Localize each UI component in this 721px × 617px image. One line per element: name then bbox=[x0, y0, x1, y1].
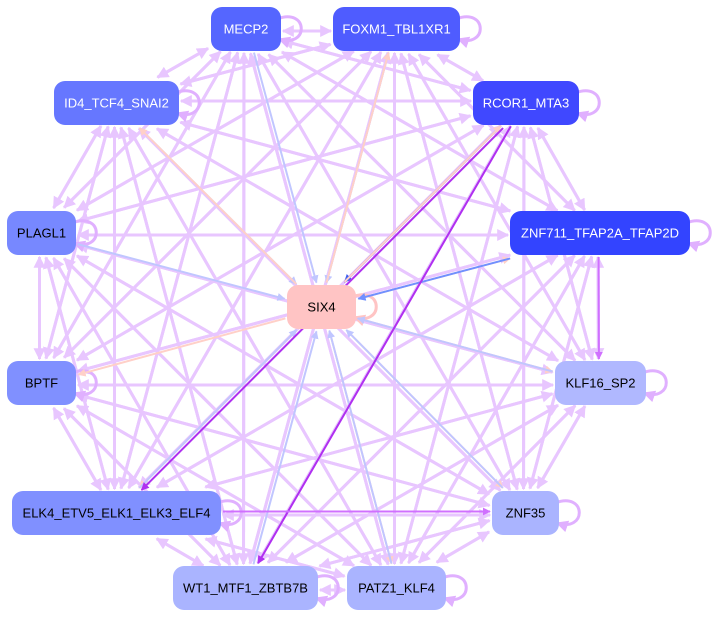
edge-MECP2-SIX4 bbox=[253, 52, 319, 284]
edge-BPTF-RCOR1 bbox=[76, 123, 485, 362]
node-label: FOXM1_TBL1XR1 bbox=[342, 21, 450, 36]
node-label: MECP2 bbox=[224, 21, 269, 36]
self-loop-WT1 bbox=[313, 574, 340, 608]
self-loop-ZNF35 bbox=[554, 499, 581, 533]
edge-ELK4-ZNF711 bbox=[156, 253, 559, 489]
node-box bbox=[287, 285, 356, 329]
edge-ID4-MECP2 bbox=[156, 47, 210, 79]
node-klf16[interactable]: KLF16_SP2 bbox=[555, 361, 646, 405]
node-id4[interactable]: ID4_TCF4_SNAI2 bbox=[54, 81, 179, 125]
node-znf35[interactable]: ZNF35 bbox=[492, 491, 559, 535]
node-wt1[interactable]: WT1_MTF1_ZBTB7B bbox=[173, 566, 318, 610]
node-label: PLAGL1 bbox=[17, 225, 66, 240]
edge-KLF16-SIX4 bbox=[356, 316, 553, 373]
self-loop-ID4 bbox=[174, 89, 201, 123]
edge-PATZ1-KLF16 bbox=[417, 404, 577, 564]
edge-ZNF711-RCOR1 bbox=[536, 126, 586, 211]
edge-SIX4-RCOR1 bbox=[343, 125, 502, 283]
node-plagl1[interactable]: PLAGL1 bbox=[7, 211, 76, 255]
self-loop-FOXM1 bbox=[455, 15, 482, 49]
node-box bbox=[333, 7, 460, 51]
edge-ZNF711-ID4 bbox=[179, 119, 511, 213]
node-box bbox=[492, 491, 559, 535]
node-label: WT1_MTF1_ZBTB7B bbox=[183, 580, 308, 595]
edge-SIX4-BPTF bbox=[77, 317, 286, 377]
edge-KLF16-ID4 bbox=[155, 127, 559, 363]
node-box bbox=[7, 361, 76, 405]
edge-PATZ1-ZNF35 bbox=[436, 530, 491, 564]
edge-PATZ1-ID4 bbox=[127, 126, 383, 566]
edge-ZNF35-MECP2 bbox=[256, 52, 512, 491]
edge-PATZ1-BPTF bbox=[75, 404, 355, 568]
node-patz1[interactable]: PATZ1_KLF4 bbox=[347, 566, 446, 610]
node-label: PATZ1_KLF4 bbox=[358, 580, 435, 595]
self-loop-KLF16 bbox=[641, 369, 668, 403]
node-label: ID4_TCF4_SNAI2 bbox=[64, 95, 169, 110]
node-bptf[interactable]: BPTF bbox=[7, 361, 76, 405]
node-label: RCOR1_MTA3 bbox=[483, 95, 569, 110]
edge-WT1-BPTF bbox=[62, 407, 222, 567]
node-box bbox=[211, 7, 281, 51]
node-znf711[interactable]: ZNF711_TFAP2A_TFAP2D bbox=[510, 211, 690, 255]
edge-ZNF35-SIX4 bbox=[345, 329, 504, 489]
edge-PATZ1-SIX4 bbox=[327, 329, 393, 564]
edge-PLAGL1-SIX4 bbox=[77, 243, 286, 301]
edge-WT1-ID4 bbox=[117, 126, 239, 565]
node-box bbox=[555, 361, 646, 405]
edge-ZNF35-PLAGL1 bbox=[75, 254, 490, 496]
node-elk4[interactable]: ELK4_ETV5_ELK1_ELK3_ELF4 bbox=[12, 491, 221, 535]
node-label: ZNF35 bbox=[506, 505, 546, 520]
self-loop-MECP2 bbox=[276, 15, 303, 49]
node-rcor1[interactable]: RCOR1_MTA3 bbox=[473, 81, 579, 125]
edge-ZNF711-SIX4 bbox=[357, 257, 511, 301]
node-box bbox=[12, 491, 221, 535]
node-label: ZNF711_TFAP2A_TFAP2D bbox=[521, 225, 679, 240]
node-label: SIX4 bbox=[307, 299, 335, 314]
edge-PATZ1-ELK4 bbox=[204, 535, 345, 578]
edge-WT1-ZNF35 bbox=[319, 517, 491, 568]
edge-ZNF711-FOXM1 bbox=[417, 53, 576, 212]
edge-ELK4-BPTF bbox=[52, 406, 103, 491]
edge-ELK4-FOXM1 bbox=[127, 50, 383, 489]
node-label: BPTF bbox=[25, 375, 58, 390]
edge-RCOR1-FOXM1 bbox=[436, 53, 484, 83]
node-six4[interactable]: SIX4 bbox=[287, 285, 356, 329]
node-box bbox=[7, 211, 76, 255]
edge-SIX4-FOXM1 bbox=[325, 51, 391, 283]
edge-ELK4-SIX4 bbox=[138, 329, 298, 489]
edge-SIX4-ID4 bbox=[138, 127, 298, 285]
node-box bbox=[347, 566, 446, 610]
edge-RCOR1-WT1 bbox=[257, 125, 512, 564]
node-box bbox=[510, 211, 690, 255]
self-loop-PATZ1 bbox=[441, 574, 468, 608]
node-box bbox=[173, 566, 318, 610]
node-box bbox=[473, 81, 579, 125]
edge-ZNF35-KLF16 bbox=[536, 404, 587, 489]
node-label: ELK4_ETV5_ELK1_ELK3_ELF4 bbox=[23, 505, 211, 520]
edge-WT1-SIX4 bbox=[252, 330, 319, 565]
node-label: KLF16_SP2 bbox=[565, 375, 635, 390]
node-box bbox=[54, 81, 179, 125]
node-foxm1[interactable]: FOXM1_TBL1XR1 bbox=[333, 7, 460, 51]
edge-PATZ1-RCOR1 bbox=[399, 125, 521, 564]
edge-WT1-ELK4 bbox=[155, 537, 204, 568]
self-loop-RCOR1 bbox=[574, 89, 601, 123]
edge-layer bbox=[33, 15, 712, 608]
edge-PATZ1-PLAGL1 bbox=[63, 257, 373, 567]
node-mecp2[interactable]: MECP2 bbox=[211, 7, 281, 51]
edge-PLAGL1-ID4 bbox=[52, 124, 103, 209]
self-loop-ZNF711 bbox=[685, 219, 712, 253]
edge-ELK4-PLAGL1 bbox=[42, 256, 110, 490]
edge-ZNF711-MECP2 bbox=[280, 50, 559, 213]
